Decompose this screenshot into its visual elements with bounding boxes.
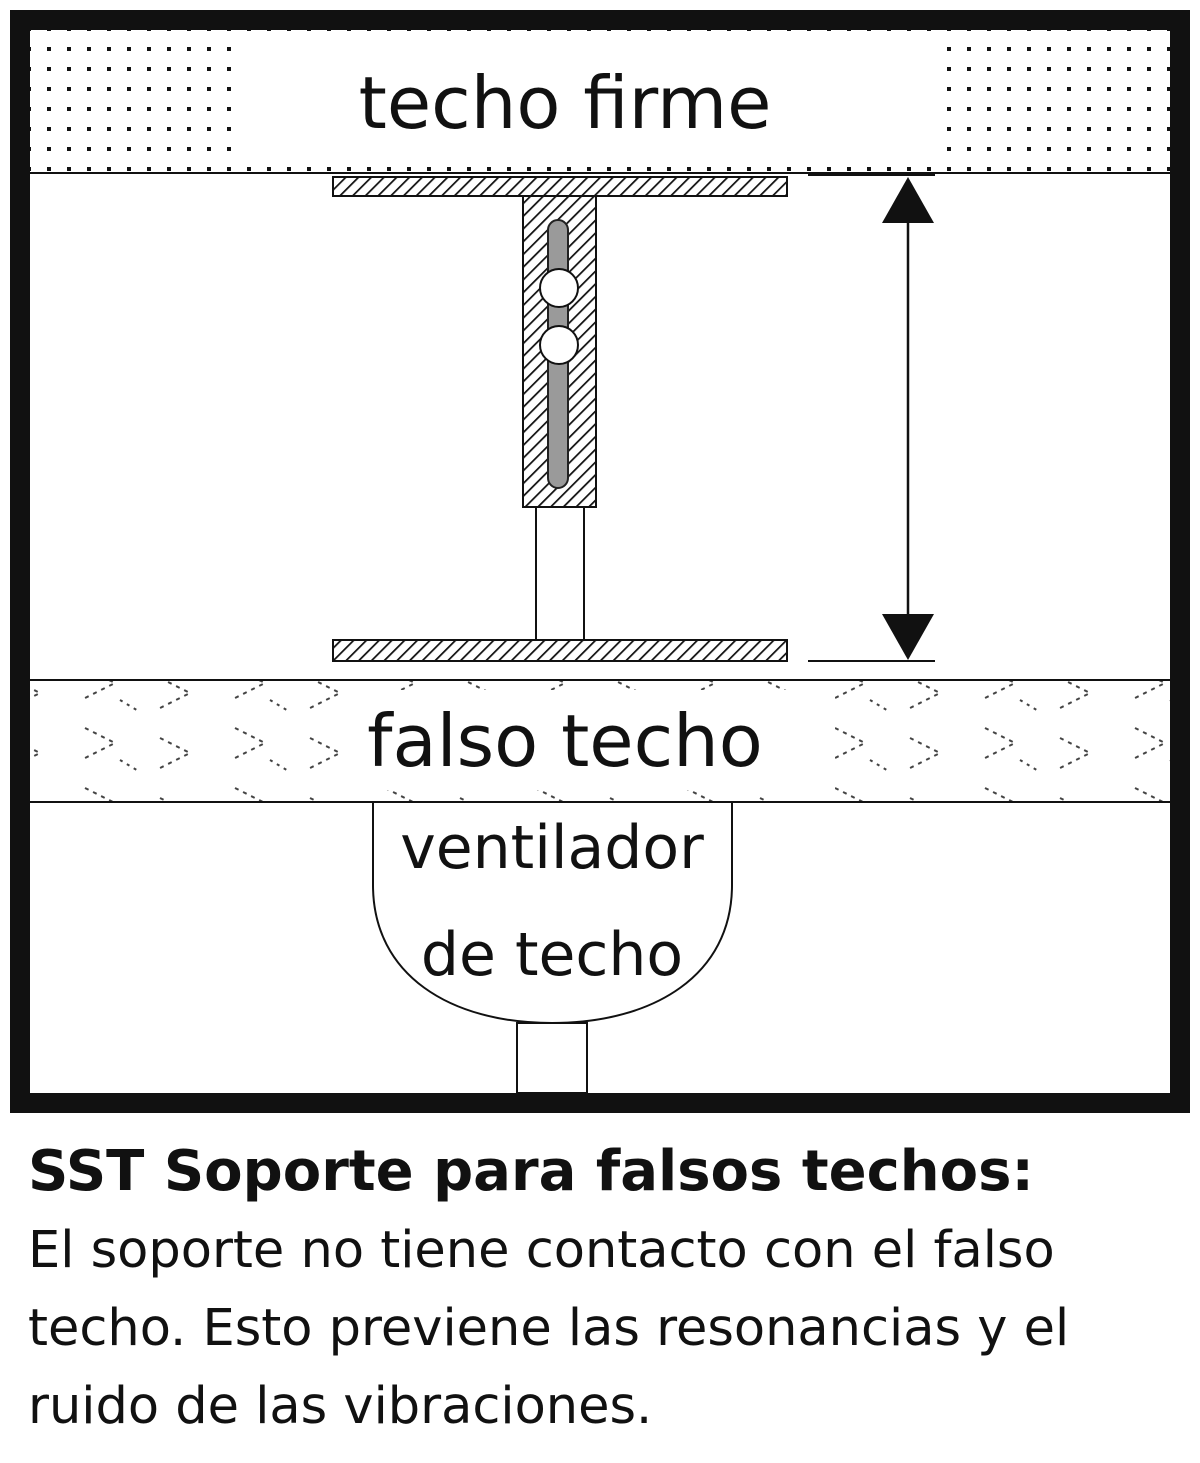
- false-ceiling: falso techo: [30, 679, 1170, 803]
- ceiling-fan: ventilador de techo: [372, 803, 733, 1094]
- solid-ceiling-label: techo firme: [359, 61, 772, 145]
- fan-label-line1: ventilador: [400, 813, 704, 883]
- fan-downrod: [516, 1022, 588, 1094]
- bolt-icon: [539, 325, 579, 365]
- caption-body: El soporte no tiene contacto con el fals…: [28, 1221, 1070, 1436]
- caption-title: SST Soporte para falsos techos:: [28, 1139, 1034, 1204]
- solid-ceiling: techo firme: [30, 30, 1170, 174]
- bolt-icon: [539, 268, 579, 308]
- arrow-up-icon: [882, 177, 934, 223]
- ceiling-support-diagram: techo firme falso techo ventilador de te…: [10, 10, 1190, 1113]
- bottom-mount-plate: [332, 639, 788, 662]
- height-dimension-arrow: [808, 174, 935, 662]
- support-bracket: [332, 176, 788, 662]
- caption: SST Soporte para falsos techos: El sopor…: [28, 1132, 1188, 1446]
- arrow-down-icon: [882, 614, 934, 660]
- lower-rod: [535, 506, 585, 641]
- false-ceiling-label: falso techo: [367, 699, 763, 783]
- top-mount-plate: [332, 176, 788, 197]
- fan-label-line2: de techo: [421, 920, 683, 990]
